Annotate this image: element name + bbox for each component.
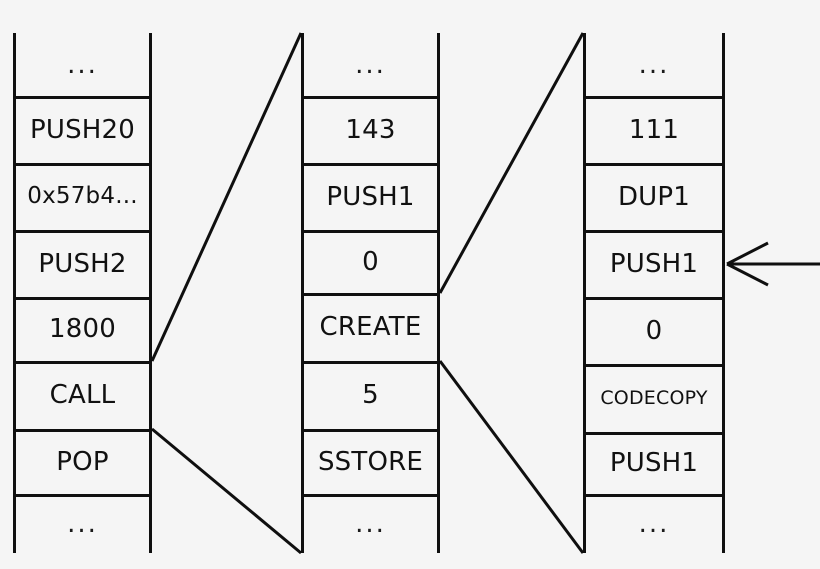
frame-1-divider-0 <box>13 96 152 99</box>
connector-frame1-to-frame2-upper <box>150 32 303 362</box>
frame-1-cell-4[interactable]: CALL <box>49 380 116 410</box>
frame-1-divider-1 <box>13 163 152 166</box>
frame-2-divider-0 <box>301 96 440 99</box>
frame-2-divider-6 <box>301 494 440 497</box>
frame-3-divider-0 <box>583 96 725 99</box>
frame-1-divider-6 <box>13 494 152 497</box>
frame-1-cell-3[interactable]: 1800 <box>49 314 116 344</box>
frame-1-cell-0[interactable]: PUSH20 <box>29 114 136 145</box>
frame-1-bottom-ellipsis: ... <box>67 508 98 539</box>
frame-3-right-rail <box>722 33 725 553</box>
frame-3-divider-5 <box>583 432 725 435</box>
frame-3-divider-1 <box>583 163 725 166</box>
frame-1-top-ellipsis: ... <box>67 49 98 80</box>
frame-1-cell-5[interactable]: POP <box>56 446 109 477</box>
frame-2-divider-4 <box>301 361 440 364</box>
frame-1-left-rail <box>13 33 16 553</box>
frame-2-divider-1 <box>301 163 440 166</box>
frame-2-divider-3 <box>301 293 440 296</box>
execution-pointer-head-lower <box>726 262 769 287</box>
frame-2-top-ellipsis: ... <box>355 49 386 80</box>
stack-frame-1: ... PUSH20 0x57b4... PUSH2 1800 CALL POP… <box>13 33 152 553</box>
frame-1-divider-5 <box>13 429 152 432</box>
connector-frame1-to-frame2-lower <box>151 427 302 555</box>
frame-3-cell-0[interactable]: 111 <box>628 114 680 145</box>
frame-2-cell-2[interactable]: 0 <box>362 246 379 277</box>
frame-3-divider-3 <box>583 297 725 300</box>
frame-1-cell-2[interactable]: PUSH2 <box>38 248 127 279</box>
frame-3-cell-5[interactable]: PUSH1 <box>609 448 699 478</box>
frame-3-divider-2 <box>583 230 725 233</box>
frame-2-divider-2 <box>301 230 440 233</box>
stack-frame-2: ... 143 PUSH1 0 CREATE 5 SSTORE ... <box>301 33 440 553</box>
frame-2-bottom-ellipsis: ... <box>355 508 386 539</box>
frame-1-right-rail <box>149 33 152 553</box>
frame-2-cell-5[interactable]: SSTORE <box>317 446 424 477</box>
frame-1-divider-4 <box>13 361 152 364</box>
frame-3-cell-2[interactable]: PUSH1 <box>609 248 699 279</box>
frame-3-divider-4 <box>583 364 725 367</box>
frame-2-cell-4[interactable]: 5 <box>362 380 379 410</box>
frame-2-cell-1[interactable]: PUSH1 <box>326 181 415 212</box>
frame-1-divider-2 <box>13 230 152 233</box>
frame-3-divider-6 <box>583 494 725 497</box>
frame-3-top-ellipsis: ... <box>638 49 670 80</box>
frame-3-bottom-ellipsis: ... <box>638 508 670 539</box>
stack-frame-3: ... 111 DUP1 PUSH1 0 CODECOPY PUSH1 ... <box>583 33 725 553</box>
frame-2-cell-0[interactable]: 143 <box>345 114 396 145</box>
frame-2-divider-5 <box>301 429 440 432</box>
frame-3-cell-1[interactable]: DUP1 <box>617 181 691 212</box>
frame-3-cell-3[interactable]: 0 <box>645 315 663 346</box>
execution-pointer-head-upper <box>726 241 769 266</box>
frame-3-left-rail <box>583 33 586 553</box>
frame-2-cell-3[interactable]: CREATE <box>319 312 422 342</box>
frame-3-cell-4[interactable]: CODECOPY <box>600 386 708 409</box>
frame-1-cell-1[interactable]: 0x57b4... <box>27 183 138 209</box>
connector-frame2-to-frame3-lower <box>438 360 585 554</box>
connector-frame2-to-frame3-upper <box>438 32 585 294</box>
frame-1-divider-3 <box>13 297 152 300</box>
